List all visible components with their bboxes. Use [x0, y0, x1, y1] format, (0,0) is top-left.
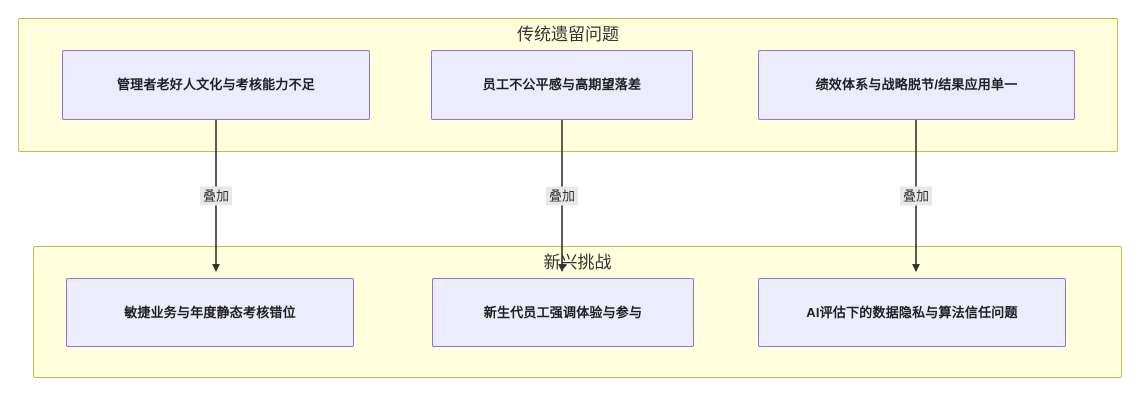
node-strategy-disconnect[interactable]: 绩效体系与战略脱节/结果应用单一 — [758, 50, 1075, 120]
node-label: 敏捷业务与年度静态考核错位 — [124, 304, 296, 320]
node-label: 员工不公平感与高期望落差 — [482, 77, 642, 92]
node-label: 绩效体系与战略脱节/结果应用单一 — [815, 77, 1018, 92]
node-manager-culture[interactable]: 管理者老好人文化与考核能力不足 — [62, 50, 370, 120]
cluster-legacy-problems-title: 传统遗留问题 — [517, 25, 619, 44]
node-label: 管理者老好人文化与考核能力不足 — [116, 77, 315, 92]
node-ai-privacy-trust[interactable]: AI评估下的数据隐私与算法信任问题 — [758, 278, 1066, 347]
edge-label-overlay-1: 叠加 — [199, 186, 233, 206]
edge-label-overlay-3: 叠加 — [899, 186, 933, 206]
node-new-generation-experience[interactable]: 新生代员工强调体验与参与 — [432, 278, 694, 347]
node-employee-unfairness[interactable]: 员工不公平感与高期望落差 — [431, 50, 693, 120]
edge-label-overlay-2: 叠加 — [545, 186, 579, 206]
node-label: AI评估下的数据隐私与算法信任问题 — [806, 304, 1018, 320]
node-label: 新生代员工强调体验与参与 — [483, 304, 643, 320]
node-agile-mismatch[interactable]: 敏捷业务与年度静态考核错位 — [66, 278, 354, 347]
cluster-emerging-challenges-title: 新兴挑战 — [543, 253, 612, 272]
